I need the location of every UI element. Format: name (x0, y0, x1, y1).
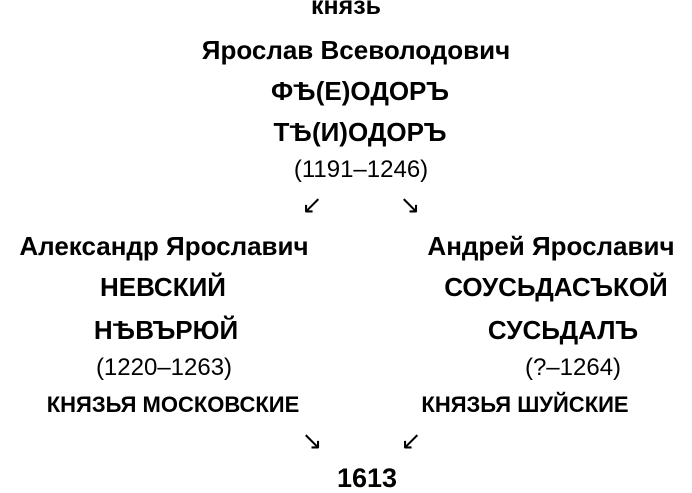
root-life-dates: (1191–1246) (293, 156, 429, 183)
arrow-down-left-icon: ↙ (301, 190, 323, 219)
root-title: князь (311, 0, 381, 20)
right-lineage-label: КНЯЗЬЯ ШУЙСКИЕ (421, 392, 629, 417)
result-year: 1613 (336, 463, 398, 493)
left-lineage-label: КНЯЗЬЯ МОСКОВСКИЕ (46, 392, 300, 417)
root-name-variant-1: ФѢ(Е)ОДОРЪ (270, 76, 450, 106)
arrow-down-right-icon: ↘ (301, 426, 323, 455)
root-person-name: Ярослав Всеволодович (201, 35, 511, 65)
right-name-variant-1: СОУСЬДАСЪКОЙ (444, 272, 668, 302)
right-person-name: Андрей Ярославич (427, 231, 675, 261)
right-life-dates: (?–1264) (524, 354, 622, 381)
left-name-variant-2: НѢВЪРЮЙ (93, 315, 239, 345)
left-name-variant-1: НЕВСКИЙ (100, 272, 226, 302)
arrow-down-right-icon: ↘ (399, 190, 421, 219)
arrow-down-left-icon: ↙ (400, 426, 422, 455)
left-life-dates: (1220–1263) (95, 354, 233, 381)
left-person-name: Александр Ярославич (19, 231, 309, 261)
root-name-variant-2: ТѢ(И)ОДОРЪ (273, 117, 447, 147)
right-name-variant-2: СУСЬДАЛЪ (487, 315, 639, 345)
